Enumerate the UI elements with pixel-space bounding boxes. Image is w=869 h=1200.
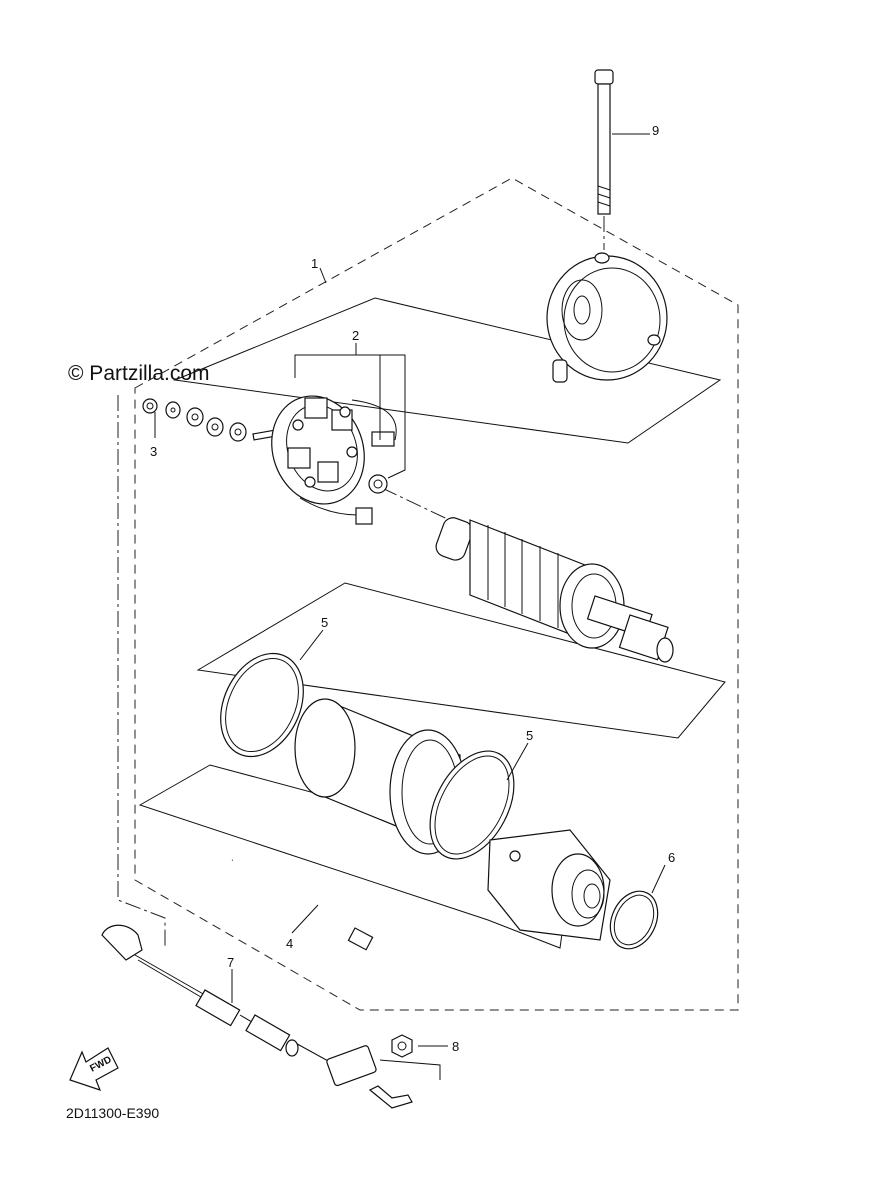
callout-2: 2	[352, 328, 359, 343]
callout-6: 6	[668, 850, 675, 865]
front-cover[interactable]	[487, 829, 611, 941]
callout-9: 9	[652, 123, 659, 138]
assembly-boundary	[134, 177, 739, 1011]
plane-armature	[196, 582, 726, 739]
part-2-brush-holder[interactable]	[257, 343, 406, 525]
callout-7: 7	[227, 955, 234, 970]
end-cover-rear[interactable]	[546, 252, 668, 383]
watermark: © Partzilla.com	[68, 362, 210, 385]
armature[interactable]	[433, 515, 674, 663]
callout-3: 3	[150, 444, 157, 459]
leader-lines	[154, 133, 666, 1047]
callout-1: 1	[311, 256, 318, 271]
part-8-nut[interactable]	[391, 1034, 413, 1058]
callout-5-left: 5	[321, 615, 328, 630]
part-5-o-ring-right[interactable]	[413, 737, 531, 873]
callout-5-right: 5	[526, 728, 533, 743]
part-9-bolt[interactable]	[594, 69, 614, 250]
callout-4: 4	[286, 936, 293, 951]
axis-line-upper	[117, 395, 166, 948]
part-3-nut-and-washers[interactable]	[142, 398, 279, 442]
fwd-arrow-icon: FWD	[69, 1047, 119, 1091]
part-4-screw[interactable]	[231, 858, 374, 951]
part-5-o-ring-left[interactable]	[205, 640, 320, 770]
plane-brush-holder	[173, 297, 722, 444]
part-6-o-ring[interactable]	[601, 884, 666, 957]
axis-line-armature	[381, 487, 461, 526]
diagram-code: 2D11300-E390	[66, 1105, 160, 1121]
part-7-lead-wire[interactable]	[101, 924, 441, 1109]
callout-8: 8	[452, 1039, 459, 1054]
